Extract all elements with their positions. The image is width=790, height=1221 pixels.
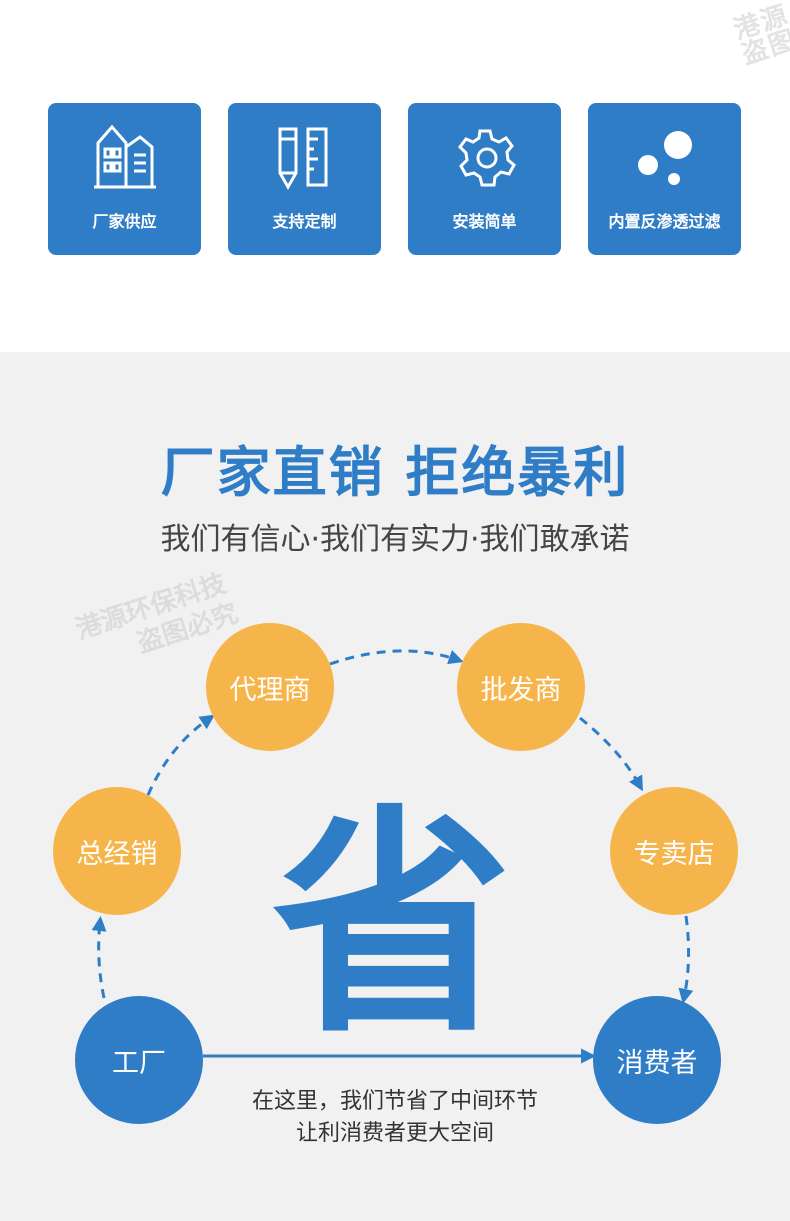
node-general-dealer: 总经销	[53, 787, 181, 915]
node-wholesaler: 批发商	[457, 623, 585, 751]
factory-icon	[94, 124, 156, 189]
note-line-1: 在这里，我们节省了中间环节	[251, 1089, 538, 1114]
headline: 厂家直销 拒绝暴利	[160, 441, 630, 504]
arrow-agent-to-wholesaler	[329, 649, 464, 666]
node-consumer: 消费者	[593, 996, 721, 1124]
node-agent: 代理商	[206, 623, 334, 751]
arrow-store-to-consumer	[678, 915, 694, 1004]
pencil-ruler-icon	[278, 127, 328, 191]
feature-card-factory: 厂家供应	[48, 103, 201, 255]
feature-card-ro-filter: 内置反渗透过滤	[588, 103, 741, 255]
subheadline: 我们有信心·我们有实力·我们敢承诺	[160, 522, 630, 557]
node-factory: 工厂	[75, 996, 203, 1124]
gear-icon	[458, 129, 516, 187]
arrow-wholesaler-to-store	[579, 716, 643, 792]
feature-card-install: 安装简单	[408, 103, 561, 255]
bubbles-icon	[638, 131, 692, 185]
feature-label: 内置反渗透过滤	[608, 212, 721, 231]
arrow-dealer-to-agent	[146, 714, 215, 796]
feature-label: 厂家供应	[92, 212, 157, 231]
node-store: 专卖店	[610, 787, 738, 915]
arrow-factory-to-dealer	[91, 916, 107, 999]
save-character: 省	[271, 785, 512, 1065]
feature-label: 安装简单	[452, 212, 517, 231]
feature-label: 支持定制	[272, 212, 337, 231]
note-line-2: 让利消费者更大空间	[295, 1121, 494, 1146]
feature-card-custom: 支持定制	[228, 103, 381, 255]
